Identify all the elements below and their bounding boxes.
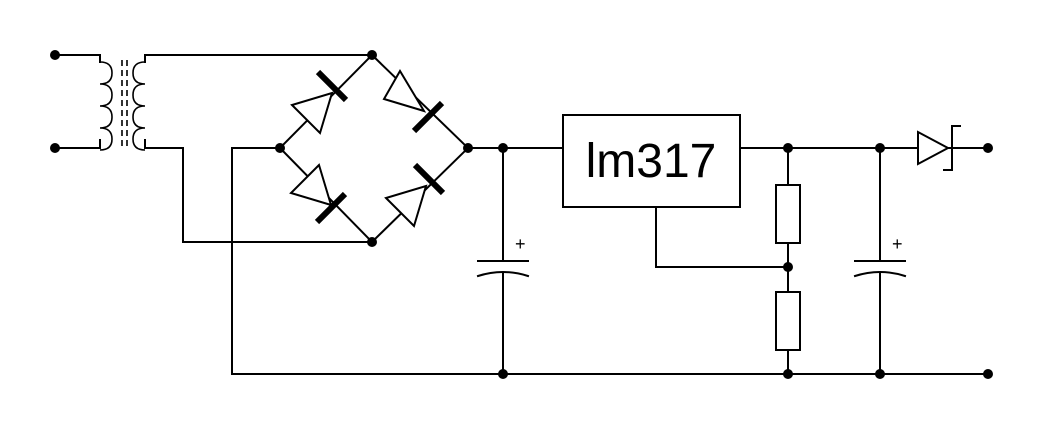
resistor-lower: [775, 291, 801, 351]
bridge-rectifier: [278, 53, 470, 244]
bridge-node-bottom: [367, 237, 377, 247]
output-capacitor-plus: +: [892, 234, 903, 254]
junction-ground-divider: [783, 369, 793, 379]
secondary-winding: [132, 61, 146, 151]
transformer: [54, 54, 146, 151]
junction-divider-top: [783, 143, 793, 153]
input-terminal-bottom: [50, 143, 60, 153]
junction-input-cap: [498, 143, 508, 153]
primary-winding: [99, 61, 113, 151]
nodes: [50, 50, 993, 379]
regulator-label: lm317: [586, 135, 717, 188]
zener-diode: [917, 125, 961, 171]
diode-4: [370, 146, 470, 244]
bridge-node-left: [275, 143, 285, 153]
input-capacitor-plus: +: [515, 234, 526, 254]
diode-2: [370, 53, 470, 150]
regulator-body: [562, 114, 741, 208]
diode-1: [278, 53, 374, 150]
bridge-node-right: [463, 143, 473, 153]
input-capacitor: +: [476, 234, 530, 278]
wiring: [144, 54, 989, 375]
wire-ground-rail: [231, 147, 989, 375]
junction-adjust: [783, 262, 793, 272]
voltage-regulator: lm317: [562, 114, 741, 208]
diode-3: [278, 146, 374, 244]
input-terminal-top: [50, 50, 60, 60]
junction-output-cap: [875, 143, 885, 153]
wire-secondary-bottom: [144, 147, 373, 243]
junction-ground-output-cap: [875, 369, 885, 379]
junction-ground-input-cap: [498, 369, 508, 379]
resistor-upper: [775, 184, 801, 244]
output-capacitor: +: [853, 234, 907, 278]
bridge-node-top: [367, 50, 377, 60]
output-terminal-top: [983, 143, 993, 153]
wire-adjust: [655, 206, 789, 268]
output-terminal-bottom: [983, 369, 993, 379]
